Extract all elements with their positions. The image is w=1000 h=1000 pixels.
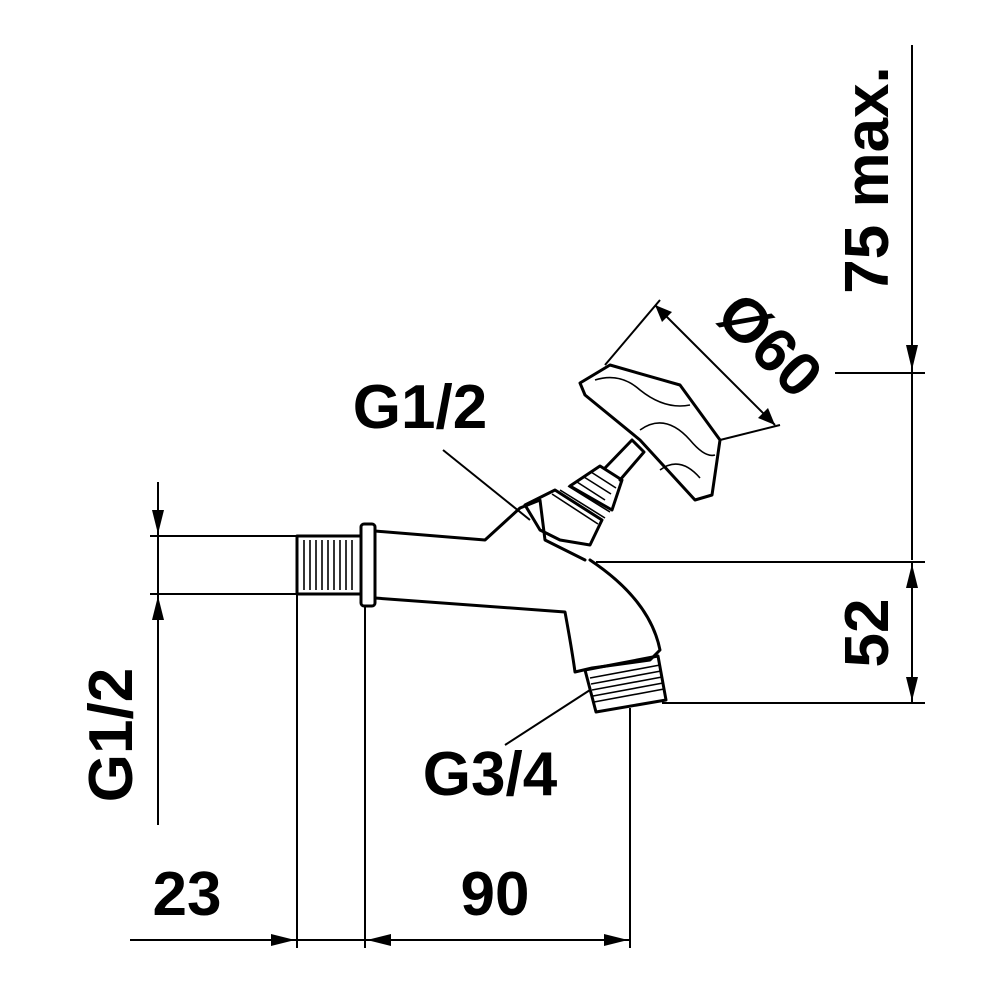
inlet-thread-label: G1/2 — [77, 668, 146, 802]
valve-bonnet — [523, 488, 604, 547]
handle-wheel — [578, 363, 722, 502]
handle-diameter-label: Ø60 — [704, 280, 836, 412]
inlet-thread-hatch — [303, 540, 353, 590]
outlet-thread-hatch — [589, 664, 665, 703]
handle-wave-3 — [659, 463, 701, 479]
valve-thread-label: G1/2 — [353, 373, 487, 442]
inlet-flange — [359, 522, 377, 608]
stem-knurl — [576, 471, 617, 501]
outlet-height-label: 52 — [833, 599, 902, 668]
valve-stem — [568, 464, 624, 512]
outlet-thread-label: G3/4 — [423, 740, 558, 809]
dim-handle-diameter — [604, 299, 781, 441]
spindle — [603, 438, 646, 482]
handle-wave-1 — [594, 376, 691, 407]
dim-inlet-thread — [150, 482, 297, 825]
dim-height-max — [835, 45, 925, 560]
leader-outlet-thread — [504, 689, 591, 746]
leader-valve-thread — [442, 449, 531, 521]
dim-outlet-height — [596, 561, 925, 704]
spout-contour — [373, 558, 662, 674]
height-max-label: 75 max. — [833, 66, 902, 294]
tap-body — [295, 363, 722, 714]
leaders — [442, 449, 591, 746]
dim-bottom-lengths — [130, 594, 631, 948]
projection-label: 90 — [461, 860, 530, 929]
outlet-thread-nut — [583, 654, 668, 714]
inlet-length-label: 23 — [153, 860, 222, 929]
body-upper-contour — [373, 498, 587, 562]
handle-wave-2 — [639, 422, 716, 457]
